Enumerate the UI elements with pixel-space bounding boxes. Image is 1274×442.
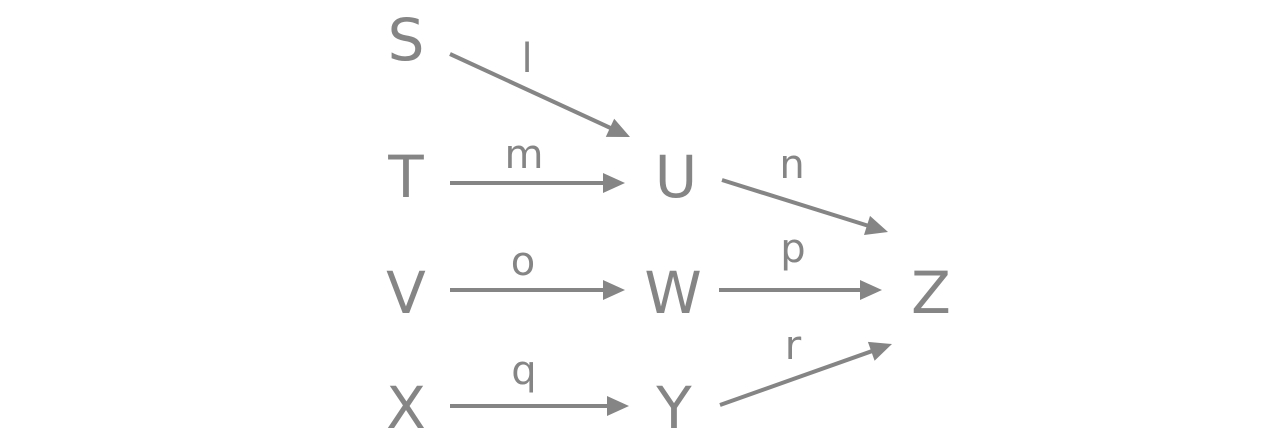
node-x: X (386, 374, 426, 442)
edge-label: r (785, 323, 802, 369)
arrow-head-icon (864, 215, 888, 235)
arrow-head-icon (860, 280, 882, 300)
arrow-head-icon (603, 173, 625, 193)
edge-t-u: m (450, 132, 625, 193)
edge-label: l (521, 36, 532, 82)
edge-v-w: o (450, 239, 625, 300)
node-z: Z (911, 259, 951, 327)
edge-label: p (780, 226, 805, 272)
node-v: V (386, 259, 426, 327)
arrow-head-icon (603, 280, 625, 300)
edge-label: n (779, 142, 804, 188)
edge-u-z: n (721, 142, 888, 235)
edge-label: o (511, 239, 535, 285)
edge-label: q (511, 348, 536, 394)
edge-w-z: p (719, 226, 882, 300)
edge-label: m (505, 132, 544, 178)
arrow-head-icon (867, 341, 892, 361)
edge-line (449, 52, 613, 131)
node-t: T (387, 143, 424, 211)
node-w: W (644, 259, 701, 327)
edge-x-y: q (450, 348, 629, 416)
edge-y-z: r (719, 323, 892, 407)
node-s: S (388, 6, 425, 74)
node-y: Y (655, 374, 692, 442)
arrow-head-icon (607, 396, 629, 416)
node-u: U (655, 143, 697, 211)
edge-line (719, 348, 874, 407)
arrow-head-icon (605, 118, 630, 137)
edge-s-u: l (449, 36, 630, 137)
edge-line (721, 178, 870, 228)
